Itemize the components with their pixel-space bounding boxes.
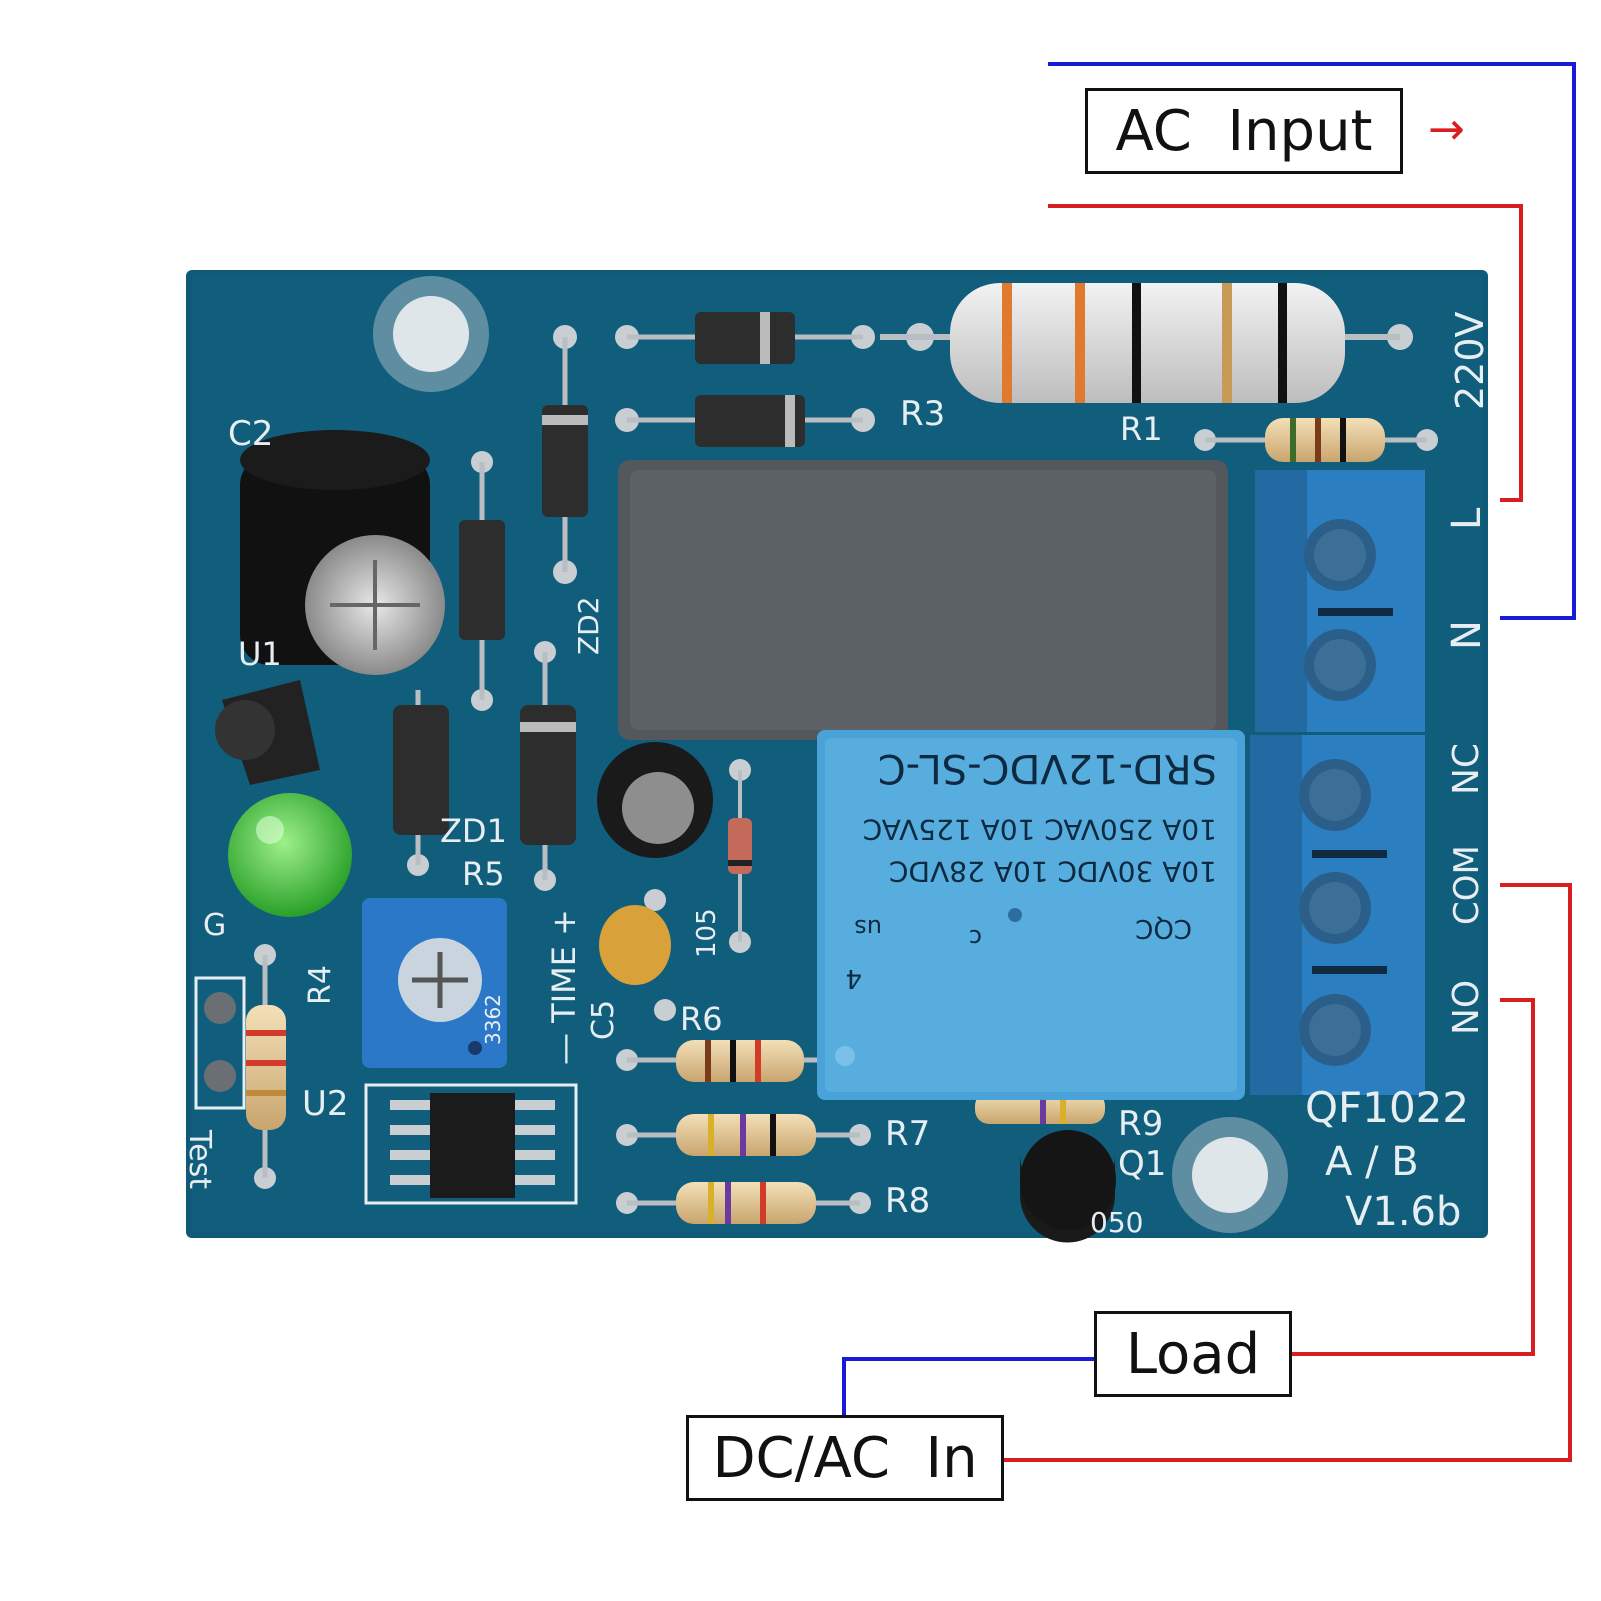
label-terminal-no: NO	[1446, 980, 1487, 1035]
power-resistor	[880, 283, 1400, 403]
label-terminal-l: L	[1444, 507, 1490, 530]
label-r1: R1	[1120, 410, 1163, 448]
label-q1: Q1	[1118, 1144, 1166, 1184]
label-u1: U1	[238, 635, 282, 673]
ic-u2	[364, 1083, 578, 1205]
resistor-r4	[246, 955, 286, 1178]
diode-d1	[627, 312, 863, 364]
label-050: 050	[1090, 1206, 1143, 1239]
relay-markings: SRD-12VDC-SL-C 10A 250VAC 10A 125VAC 10A…	[845, 745, 1217, 993]
trimmer-potentiometer	[362, 898, 507, 1068]
load-label: Load	[1094, 1311, 1292, 1397]
glass-diode	[728, 770, 752, 942]
green-led	[228, 793, 352, 917]
resistor-r8	[627, 1182, 860, 1224]
relay-cert: CQC	[1135, 913, 1192, 943]
relay-mark-c: c	[969, 924, 982, 952]
resistor-r1-small	[1205, 418, 1427, 462]
diode-vertical-1	[542, 337, 588, 572]
label-g: G	[203, 908, 226, 943]
test-header	[194, 976, 246, 1110]
relay-model: SRD-12VDC-SL-C	[878, 745, 1217, 791]
mounting-hole-bottom	[1172, 1117, 1288, 1233]
board-version: V1.6b	[1345, 1189, 1461, 1235]
terminal-block-output	[1250, 735, 1425, 1095]
resistor-r6	[627, 1040, 820, 1082]
label-u2: U2	[302, 1084, 349, 1124]
label-zd2: ZD2	[572, 596, 605, 655]
zener-zd1	[393, 690, 449, 865]
label-test: Test	[182, 1129, 217, 1189]
ac-input-arrow: →	[1428, 100, 1488, 160]
label-105: 105	[692, 908, 722, 958]
terminal-block-input	[1255, 470, 1425, 732]
relay-mark-4: 4	[845, 963, 862, 993]
load-text: Load	[1125, 1321, 1261, 1387]
zener-zd2	[520, 652, 576, 880]
board-model: QF1022	[1305, 1083, 1469, 1132]
wire-ac-input-blue	[1048, 62, 1576, 620]
ac-input-label: AC Input	[1085, 88, 1403, 174]
wire-com-red	[1004, 883, 1572, 1462]
label-zd1: ZD1	[440, 812, 507, 850]
relay-rating-1: 10A 250VAC 10A 125VAC	[863, 813, 1217, 846]
label-220v: 220V	[1448, 311, 1492, 410]
transistor-u1	[215, 680, 320, 785]
capacitor-small	[597, 742, 713, 858]
label-c2: C2	[228, 414, 273, 454]
label-3362: 3362	[481, 994, 505, 1045]
label-c5: C5	[586, 1000, 621, 1040]
relay-mark-us: us	[854, 914, 882, 942]
mounting-hole-top	[373, 276, 489, 392]
label-terminal-nc: NC	[1446, 743, 1487, 795]
ac-input-text: AC Input	[1115, 98, 1373, 164]
label-r8: R8	[885, 1181, 930, 1221]
label-r7: R7	[885, 1114, 930, 1154]
arrow-right-icon: →	[1428, 104, 1465, 155]
label-r4: R4	[303, 965, 338, 1005]
label-r6: R6	[680, 1000, 723, 1038]
relay-rating-2: 10A 30VDC 10A 28VDC	[889, 855, 1217, 888]
label-r3: R3	[900, 394, 945, 434]
wire-load-blue	[842, 1357, 1094, 1415]
dc-ac-in-label: DC/AC In	[686, 1415, 1004, 1501]
dc-ac-in-text: DC/AC In	[712, 1425, 978, 1491]
capacitor-c5	[599, 905, 671, 985]
label-time: — TIME +	[545, 909, 583, 1065]
x2-capacitor-block	[618, 460, 1228, 740]
wire-ac-input-red	[1048, 204, 1523, 502]
diode-vertical-2	[459, 462, 505, 700]
transistor-q1	[1020, 1130, 1116, 1243]
wire-no-red	[1292, 998, 1535, 1356]
label-r9: R9	[1118, 1104, 1163, 1144]
resistor-r7	[627, 1114, 860, 1156]
relay-body	[817, 730, 1245, 1100]
label-terminal-n: N	[1444, 620, 1490, 650]
label-r5: R5	[462, 855, 505, 893]
label-terminal-com: COM	[1447, 845, 1487, 925]
board-variant: A / B	[1325, 1139, 1419, 1185]
capacitor-c2	[240, 430, 445, 675]
diode-d2	[627, 395, 863, 447]
